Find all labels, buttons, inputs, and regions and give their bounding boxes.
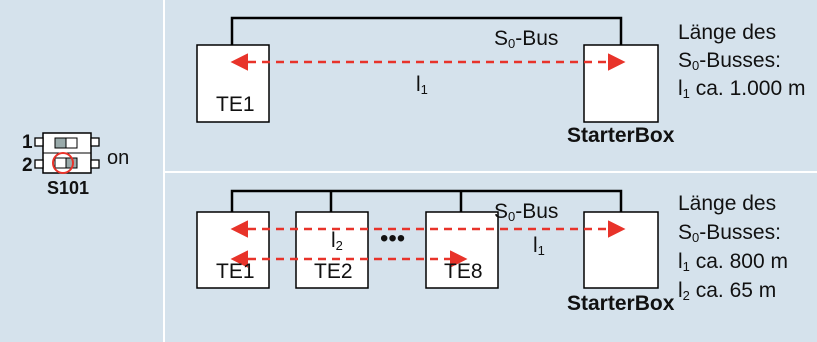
top-te1-label: TE1 [216,93,255,116]
top-starterbox-label: StarterBox [567,124,675,147]
bottom-dots: ••• [380,225,406,252]
bottom-starterbox-label: StarterBox [567,292,675,315]
switch-on-label: on [107,147,130,169]
switch-pos-1-label: 1 [22,132,33,153]
bottom-bus-line [230,189,623,212]
bottom-starterbox-box [583,211,659,289]
bottom-te2-label: TE2 [314,260,353,283]
bottom-short-distance-label: l2 [331,229,343,253]
top-length-note: Länge des S0-Busses: l1 ca. 1.000 m [678,21,806,101]
bottom-long-distance-label: l1 [533,234,545,258]
bottom-length-note: Länge des S0-Busses: l1 ca. 800 m l2 ca.… [678,192,788,303]
switch-name-label: S101 [47,178,90,198]
top-starterbox-box [583,44,659,123]
top-distance-label: l1 [416,73,428,97]
row-divider [165,171,817,173]
bottom-te1-label: TE1 [216,260,255,283]
bottom-te8-label: TE8 [444,260,483,283]
bottom-bus-label: S0-Bus [494,200,559,224]
top-bus-line [230,16,623,45]
switch-pos-2-label: 2 [22,155,33,176]
column-divider [163,0,165,342]
dip-switch-icon [34,132,100,174]
top-bus-label: S0-Bus [494,27,559,51]
